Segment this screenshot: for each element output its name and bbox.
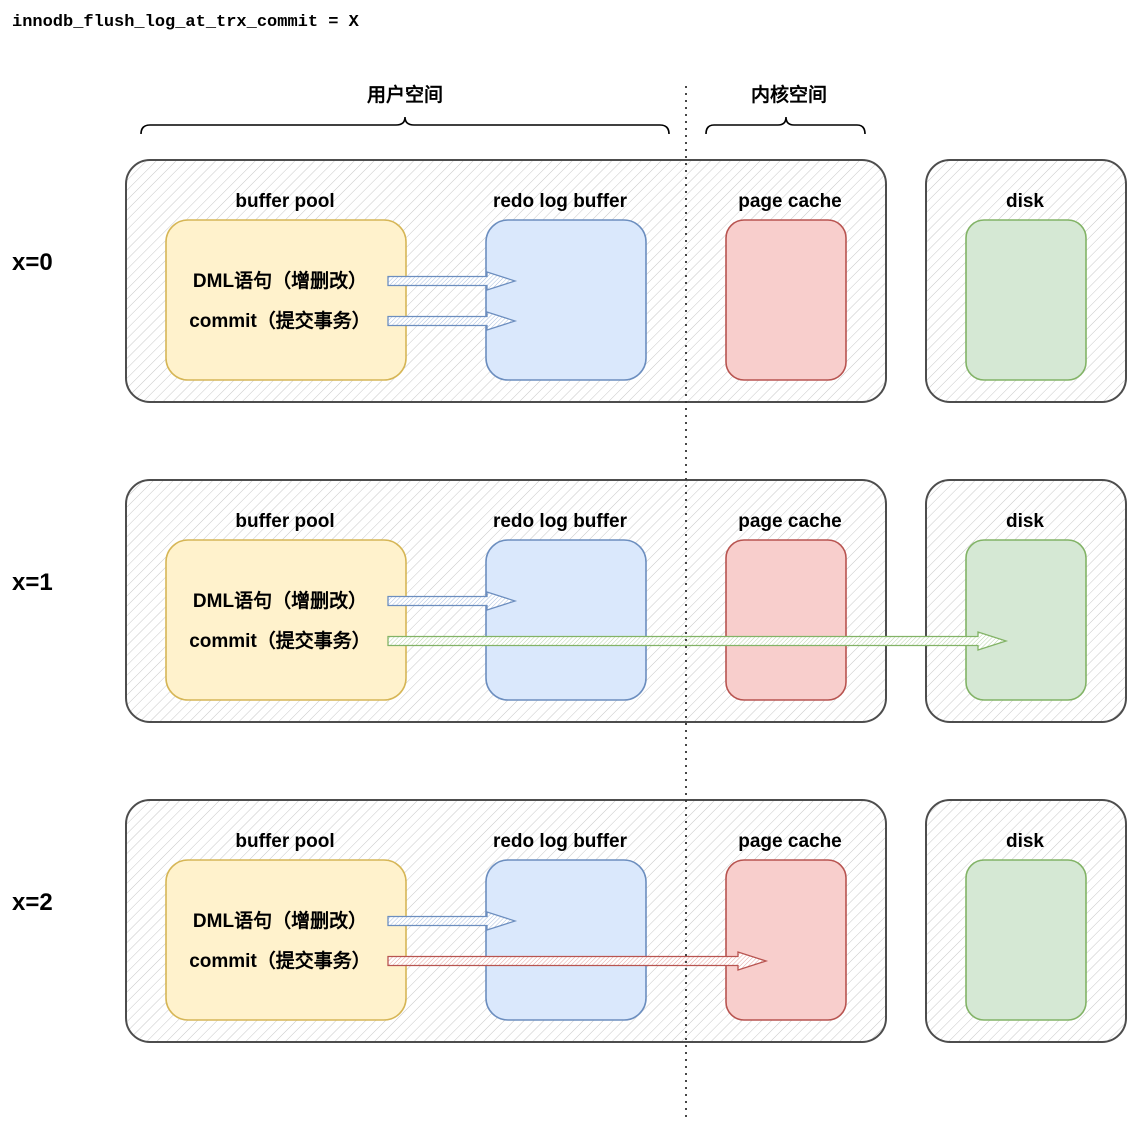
page-cache-label: page cache	[738, 511, 842, 532]
user-space-brace	[140, 116, 670, 135]
disk-label: disk	[1006, 831, 1044, 852]
row-label: x=2	[12, 889, 53, 916]
disk-label: disk	[1006, 511, 1044, 532]
page-cache-label: page cache	[738, 831, 842, 852]
page-cache-box	[725, 219, 847, 381]
redo-log-buffer-box	[485, 219, 647, 381]
redo-log-buffer-label: redo log buffer	[493, 831, 628, 852]
dml-arrow	[387, 591, 518, 611]
dml-statement-label: DML语句（增删改）	[193, 589, 367, 612]
row-x=2: x=2 buffer pool redo log buffer page cache d…	[12, 799, 1127, 1043]
redo-log-buffer-box	[485, 859, 647, 1021]
dml-arrow	[387, 271, 518, 291]
row-label: x=1	[12, 569, 53, 596]
redo-log-buffer-label: redo log buffer	[493, 191, 628, 212]
row-label: x=0	[12, 249, 53, 276]
page-cache-box	[725, 859, 847, 1021]
commit-statement-label: commit（提交事务）	[189, 309, 371, 332]
user-space-label: 用户空间	[367, 83, 443, 106]
diagram-title: innodb_flush_log_at_trx_commit = X	[12, 13, 360, 32]
row-x=0: x=0 buffer pool redo log buffer page cache d…	[12, 159, 1127, 403]
disk-box	[965, 859, 1087, 1021]
disk-box	[965, 539, 1087, 701]
row-x=1: x=1 buffer pool redo log buffer page cache d…	[12, 479, 1127, 723]
dml-statement-label: DML语句（增删改）	[193, 269, 367, 292]
disk-label: disk	[1006, 191, 1044, 212]
buffer-pool-box	[165, 859, 407, 1021]
commit-statement-label: commit（提交事务）	[189, 629, 371, 652]
buffer-pool-box	[165, 219, 407, 381]
dml-statement-label: DML语句（增删改）	[193, 909, 367, 932]
page-cache-label: page cache	[738, 191, 842, 212]
dml-arrow	[387, 911, 518, 931]
disk-box	[965, 219, 1087, 381]
commit-arrow	[387, 311, 518, 331]
commit-arrow	[387, 631, 1009, 651]
buffer-pool-label: buffer pool	[235, 831, 334, 852]
kernel-space-label: 内核空间	[751, 83, 827, 106]
kernel-space-brace	[705, 116, 866, 135]
commit-statement-label: commit（提交事务）	[189, 949, 371, 972]
buffer-pool-label: buffer pool	[235, 191, 334, 212]
redo-log-buffer-label: redo log buffer	[493, 511, 628, 532]
commit-arrow	[387, 951, 769, 971]
redo-log-buffer-box	[485, 539, 647, 701]
buffer-pool-label: buffer pool	[235, 511, 334, 532]
page-cache-box	[725, 539, 847, 701]
buffer-pool-box	[165, 539, 407, 701]
